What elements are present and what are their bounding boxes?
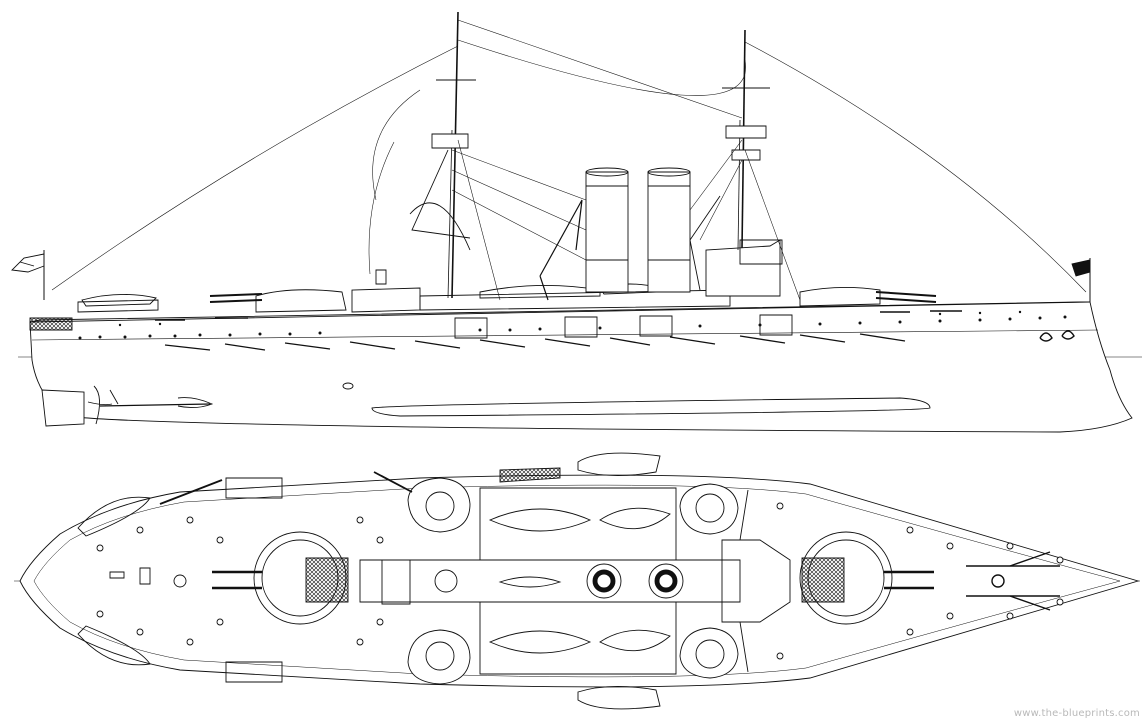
stern-boat-starboard: [78, 626, 150, 665]
forward-bridge: [706, 240, 780, 296]
side-scuttle: [343, 383, 353, 389]
ladder-port: [160, 480, 222, 504]
ships-boat-2: [600, 508, 670, 528]
aft-barbette: [212, 532, 348, 624]
deck-fittings: [97, 503, 1063, 659]
hull-outline: [30, 302, 1132, 432]
wing-turret-aft-starboard: [408, 630, 470, 684]
bow-anchors: [1040, 331, 1074, 341]
casemate-row: [455, 315, 792, 338]
secondary-guns: [155, 311, 962, 320]
aft-bridge: [352, 288, 420, 312]
boat-starboard-bottom: [578, 686, 660, 708]
boat-crane-aft: [540, 200, 582, 300]
shaft-bracket: [110, 390, 212, 408]
aft-turret: [256, 290, 346, 312]
plan-view: [14, 453, 1140, 709]
midship-deckhouse: [420, 290, 730, 310]
stern-capstan: [174, 575, 186, 587]
anchor-cables: [966, 552, 1060, 610]
cutter-port: [500, 468, 560, 482]
aft-gun-barrels: [210, 294, 262, 296]
forward-bridge-plan: [722, 540, 790, 622]
stern-hatch-1: [110, 572, 124, 578]
boat-deck-aft-starboard: [480, 602, 676, 674]
wing-turret-aft-port: [374, 472, 470, 532]
funnel-forward: [648, 168, 690, 292]
ships-boat-4: [600, 630, 670, 650]
torpedo-net-booms: [165, 334, 905, 350]
propeller-shaft: [100, 404, 210, 406]
jack-flag-bow: [1072, 258, 1090, 302]
rudder: [42, 390, 84, 426]
stern-hatch-2: [140, 568, 150, 584]
sponson-port: [226, 478, 282, 498]
conning-tower: [740, 240, 782, 264]
wing-turret-fwd-port: [680, 484, 738, 534]
fwd-turret: [800, 287, 880, 306]
sponson-starboard: [226, 662, 282, 682]
ships-boat-3: [490, 631, 590, 653]
boat-deck-aft: [480, 488, 676, 560]
propeller: [88, 386, 112, 424]
main-deck-line: [30, 302, 1090, 322]
stern-gallery: [30, 318, 72, 330]
deck-inner-edge: [34, 485, 1120, 677]
wing-turret-fwd-starboard: [680, 628, 738, 678]
fwd-gun-barrels: [876, 292, 936, 296]
bridge-wing-struts: [740, 490, 748, 672]
boat-crane-fwd: [690, 196, 720, 290]
ensign-flag-stern: [12, 250, 44, 300]
aft-boat-deck: [78, 300, 158, 312]
aft-searchlight: [376, 270, 386, 284]
stern-boat-port: [78, 497, 150, 536]
side-elevation-view: [12, 12, 1142, 432]
launch-central: [500, 577, 560, 587]
mast-top-aft: [435, 570, 457, 592]
ships-boat-1: [490, 509, 590, 531]
porthole-row: [78, 310, 1067, 340]
funnel-aft: [586, 168, 628, 292]
boat-port-top: [578, 453, 660, 475]
bilge-keel: [372, 398, 930, 416]
watermark: www.the-blueprints.com: [1013, 708, 1140, 719]
funnel-tops: [587, 564, 683, 598]
fore-mast: [722, 30, 770, 250]
aft-boat: [82, 294, 156, 306]
rigging-lines: [52, 20, 1086, 300]
forward-barbette: [800, 532, 934, 624]
ventilator-block: [382, 560, 410, 604]
